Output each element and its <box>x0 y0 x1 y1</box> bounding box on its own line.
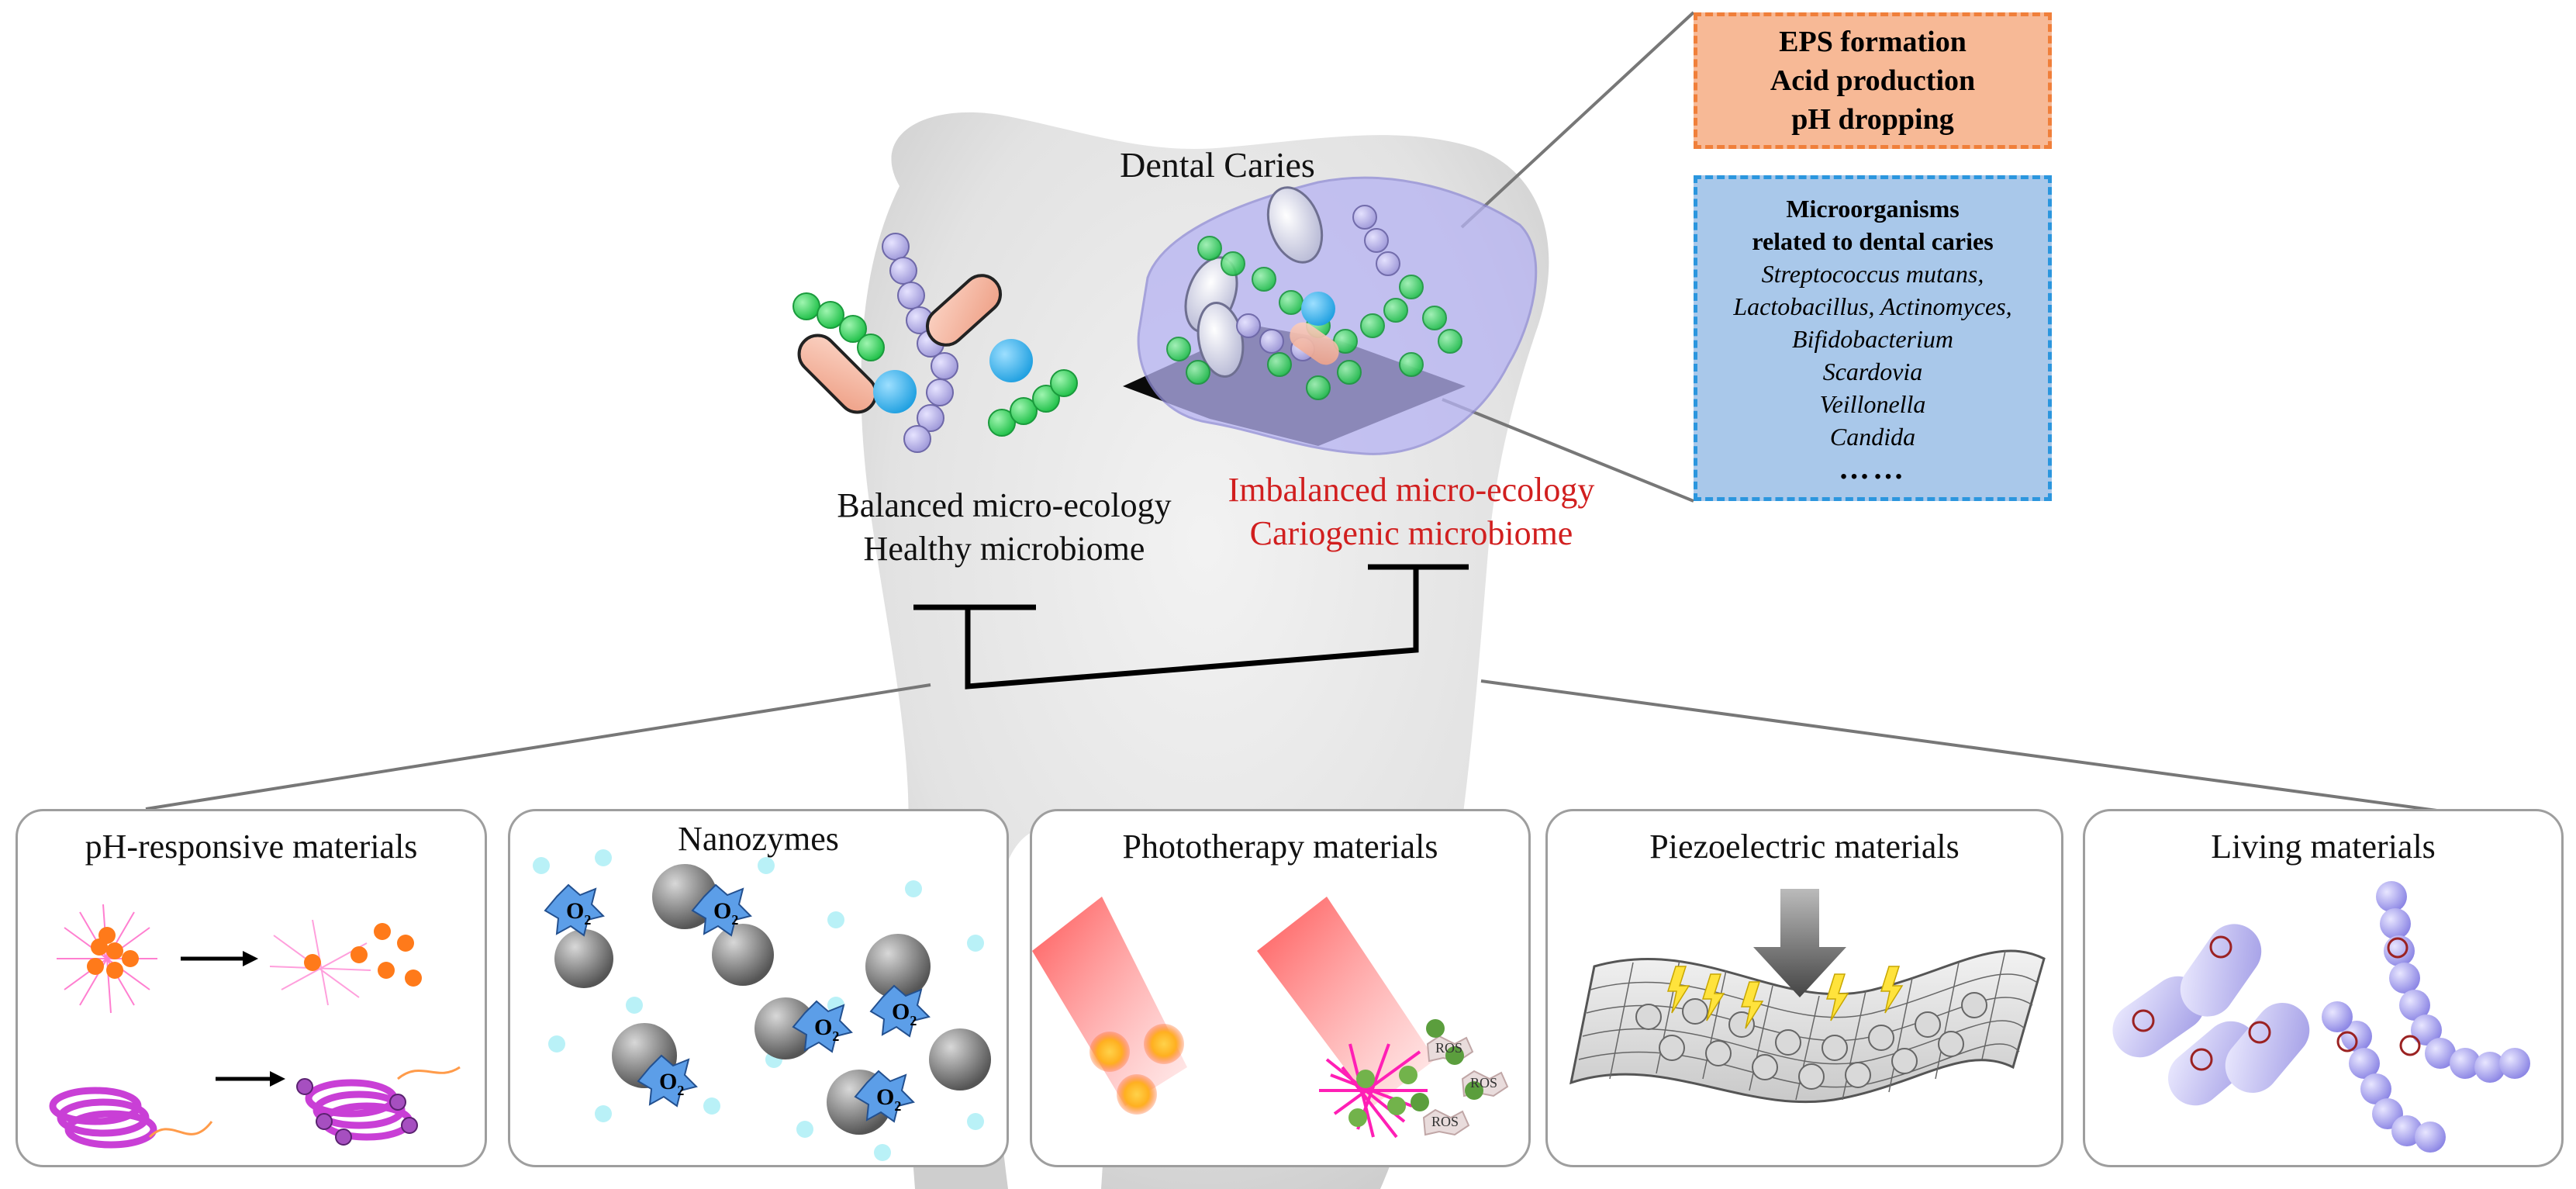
o2-label: O2 <box>659 1069 684 1098</box>
ros-label: ROS <box>1470 1075 1497 1090</box>
panel-piezoelectric: Piezoelectric materials <box>1545 809 2063 1167</box>
panel-title: Phototherapy materials <box>1122 828 1438 866</box>
organism-name: Candida <box>1829 423 1916 451</box>
microbes-heading: related to dental caries <box>1752 227 1994 255</box>
microbes-box: Microorganisms related to dental caries … <box>1694 175 2052 501</box>
process-line: Acid production <box>1770 64 1976 97</box>
o2-label: O2 <box>876 1084 901 1114</box>
panel-title: pH-responsive materials <box>85 828 418 866</box>
caries-label-1: Imbalanced micro-ecology <box>1228 471 1595 509</box>
ros-label: ROS <box>1431 1114 1459 1129</box>
caries-biofilm <box>1123 176 1538 455</box>
organism-name: Lactobacillus, Actinomyces, <box>1733 292 2012 320</box>
piezoelectric-illustration <box>1569 889 2046 1104</box>
ph-responsive-illustration <box>49 904 461 1149</box>
living-materials-illustration <box>2112 881 2530 1153</box>
organism-name: Streptococcus mutans, <box>1761 260 1984 288</box>
figure-title: Dental Caries <box>1120 145 1315 185</box>
organism-name: Scardovia <box>1822 358 1923 385</box>
panel-ph-responsive: pH-responsive materials <box>16 809 487 1167</box>
process-line: EPS formation <box>1779 26 1967 58</box>
healthy-label-2: Healthy microbiome <box>863 530 1145 568</box>
panel-title: Piezoelectric materials <box>1649 828 1960 866</box>
caries-label-2: Cariogenic microbiome <box>1249 514 1573 552</box>
panel-nanozymes: Nanozymes <box>508 809 1009 1167</box>
bracket-connector <box>965 567 1419 690</box>
panel-living: Living materials <box>2083 809 2564 1167</box>
panel-phototherapy: Phototherapy materials <box>1030 809 1531 1167</box>
phototherapy-illustration: ROS ROS ROS <box>1032 897 1509 1139</box>
organism-name: Veillonella <box>1819 390 1926 418</box>
panel-title: Living materials <box>2211 828 2436 866</box>
process-line: pH dropping <box>1791 103 1954 136</box>
panel-title: Nanozymes <box>678 820 839 858</box>
nanozymes-illustration: O2 O2 O2 O2 O2 O2 <box>533 849 991 1161</box>
ros-label: ROS <box>1435 1040 1462 1056</box>
healthy-microbes <box>792 233 1078 453</box>
o2-label: O2 <box>566 898 591 928</box>
healthy-label-1: Balanced micro-ecology <box>837 486 1172 524</box>
microbes-heading: Microorganisms <box>1786 195 1960 223</box>
process-box: EPS formation Acid production pH droppin… <box>1694 12 2052 149</box>
ellipsis: …… <box>1839 451 1907 486</box>
organism-name: Bifidobacterium <box>1792 325 1953 353</box>
